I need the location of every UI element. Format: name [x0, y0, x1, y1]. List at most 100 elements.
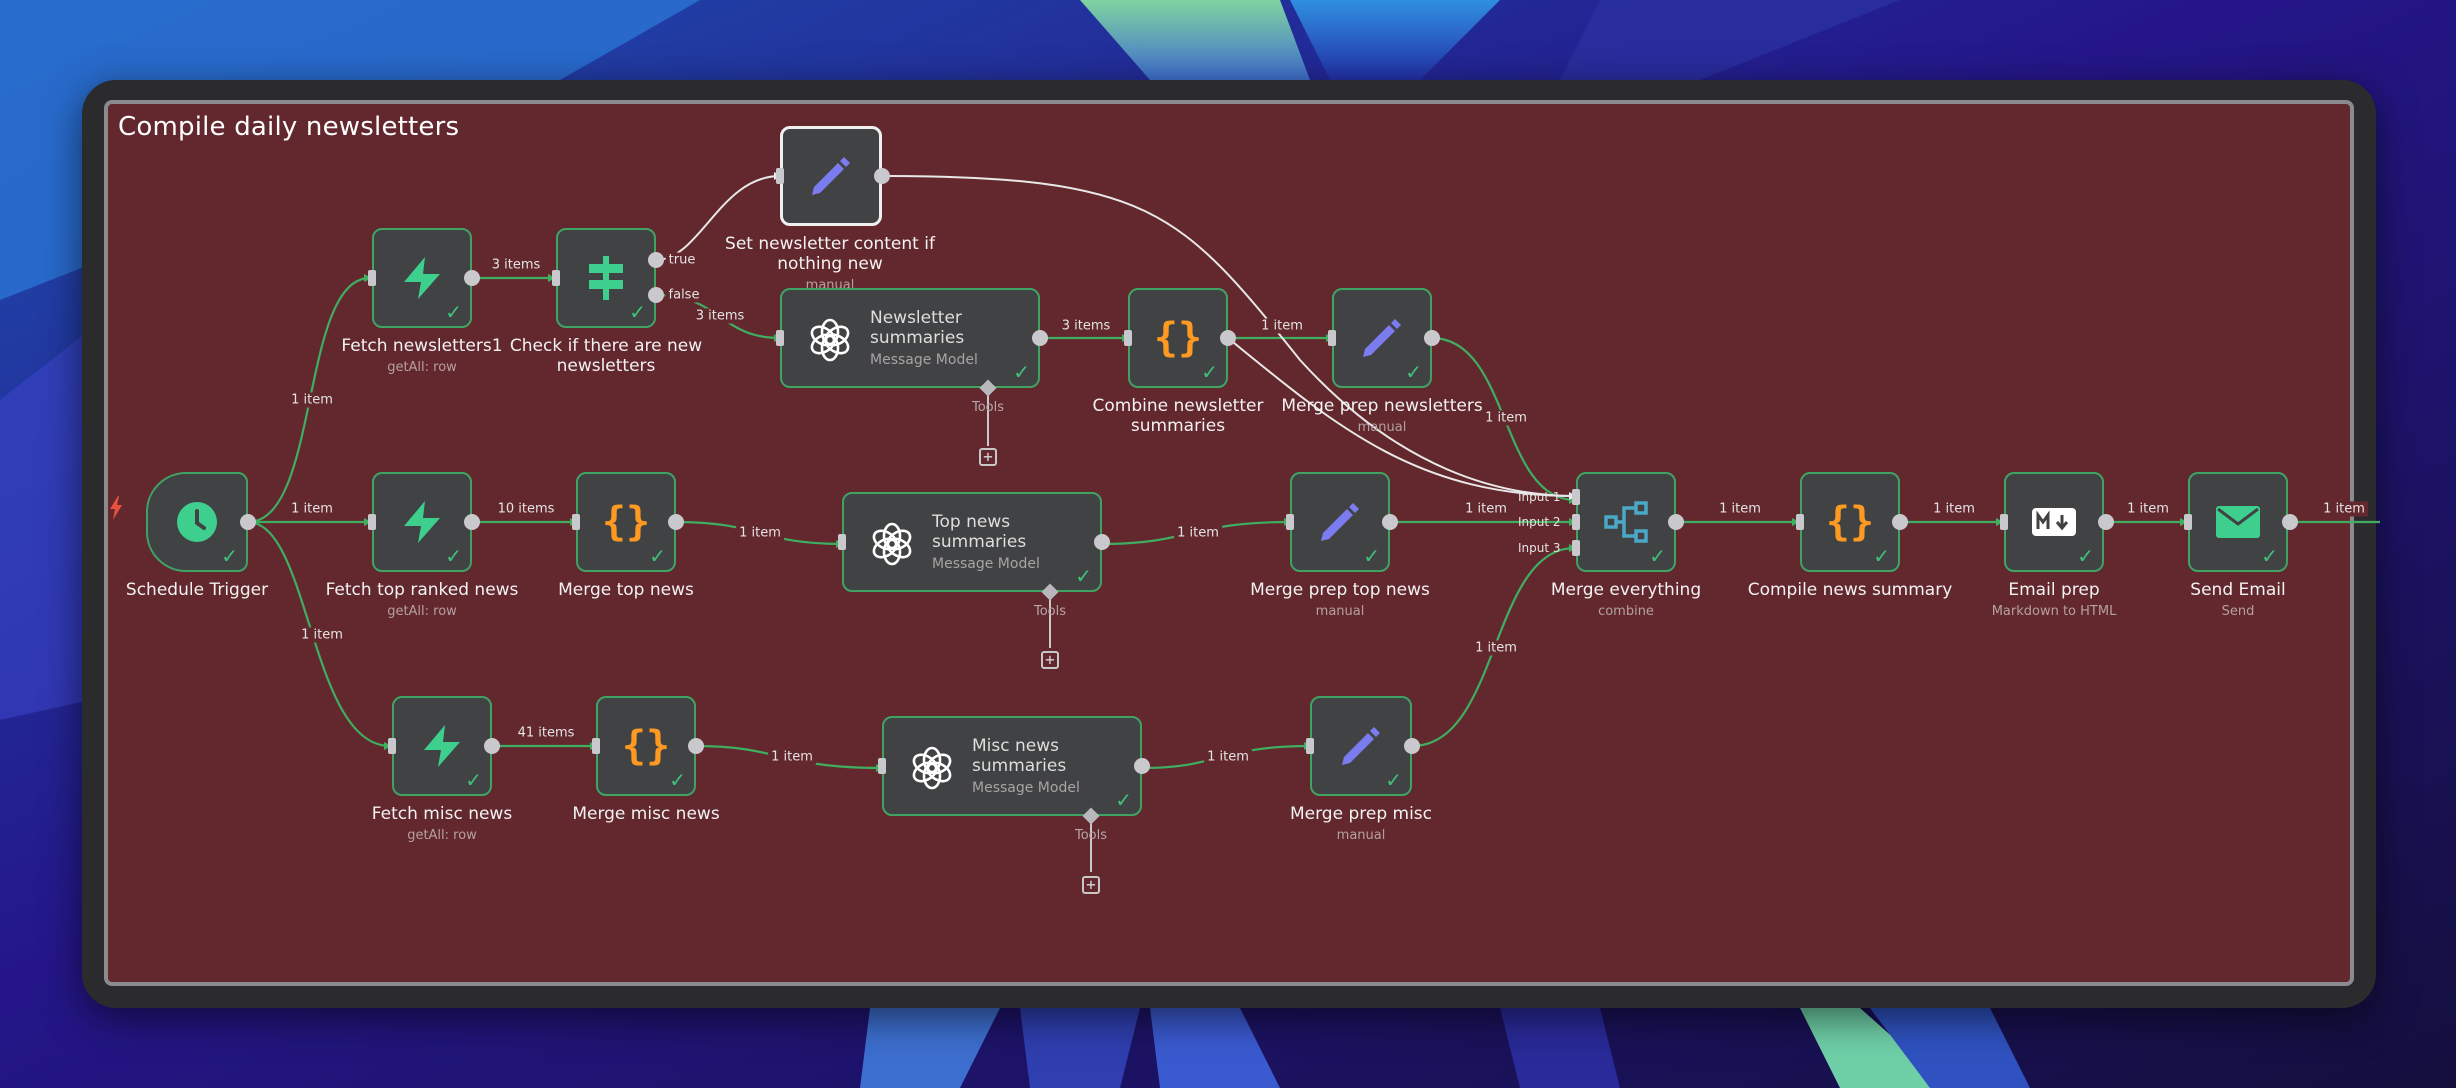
node-merge-prep-misc[interactable]: ✓ — [1310, 696, 1412, 796]
node-label: Send Email — [2190, 580, 2286, 600]
node-sublabel: manual — [1357, 420, 1407, 435]
node-merge-misc-news[interactable]: {} ✓ — [596, 696, 696, 796]
input-port[interactable] — [592, 738, 600, 754]
edge-item-count: 10 items — [494, 501, 558, 517]
node-merge-everything[interactable]: ✓ — [1576, 472, 1676, 572]
input-port[interactable] — [368, 514, 376, 530]
edge-item-count: 1 item — [1716, 501, 1764, 517]
output-port[interactable] — [668, 514, 684, 530]
input-port[interactable] — [1286, 514, 1294, 530]
node-set-newsletter-content[interactable] — [780, 126, 882, 226]
edge-item-count: 1 item — [1472, 640, 1520, 656]
input-port[interactable] — [388, 738, 396, 754]
node-label: Fetch newsletters1 — [341, 336, 503, 356]
node-label: Fetch top ranked news — [325, 580, 519, 600]
input-port[interactable] — [1796, 514, 1804, 530]
output-port[interactable] — [1220, 330, 1236, 346]
node-label: Merge prep misc — [1289, 804, 1433, 824]
node-sublabel: manual — [1336, 828, 1386, 843]
output-port[interactable] — [1382, 514, 1398, 530]
trigger-bolt-icon — [108, 496, 124, 520]
add-tool-button[interactable]: + — [1082, 876, 1100, 894]
add-tool-button[interactable]: + — [979, 448, 997, 466]
output-port[interactable] — [874, 168, 890, 184]
output-port[interactable] — [688, 738, 704, 754]
success-check-icon: ✓ — [221, 544, 238, 568]
node-label: Merge prep top news — [1250, 580, 1430, 600]
input-port[interactable] — [838, 534, 846, 550]
code-braces-icon: {} — [1825, 499, 1875, 545]
node-combine-newsletter-summaries[interactable]: {} ✓ — [1128, 288, 1228, 388]
output-port-false[interactable] — [648, 287, 664, 303]
supabase-bolt-icon — [422, 725, 462, 767]
node-fetch-newsletters[interactable]: ✓ — [372, 228, 472, 328]
node-sublabel: Message Model — [870, 352, 978, 368]
input-port[interactable] — [572, 514, 580, 530]
input-port[interactable] — [776, 330, 784, 346]
edge-item-count: 3 items — [1058, 318, 1114, 334]
input-port[interactable] — [1328, 330, 1336, 346]
node-merge-top-news[interactable]: {} ✓ — [576, 472, 676, 572]
openai-icon — [870, 522, 914, 566]
openai-icon — [910, 746, 954, 790]
node-schedule-trigger[interactable]: ✓ — [146, 472, 248, 572]
output-port[interactable] — [1094, 534, 1110, 550]
edge-item-count: 1 item — [288, 501, 336, 517]
edge-item-count: 1 item — [736, 525, 784, 541]
add-tool-button[interactable]: + — [1041, 651, 1059, 669]
node-check-if-new[interactable]: ✓ — [556, 228, 656, 328]
output-port[interactable] — [2282, 514, 2298, 530]
output-port[interactable] — [1134, 758, 1150, 774]
node-fetch-misc-news[interactable]: ✓ — [392, 696, 492, 796]
input-port[interactable] — [1306, 738, 1314, 754]
node-label: Compile news summary — [1747, 580, 1953, 600]
input-port[interactable] — [2184, 514, 2192, 530]
output-port[interactable] — [484, 738, 500, 754]
output-port[interactable] — [1424, 330, 1440, 346]
output-port[interactable] — [1668, 514, 1684, 530]
node-label: Schedule Trigger — [125, 580, 269, 600]
input-port[interactable] — [1124, 330, 1132, 346]
branch-label-true: true — [665, 252, 699, 268]
node-merge-prep-newsletters[interactable]: ✓ — [1332, 288, 1432, 388]
output-port[interactable] — [464, 270, 480, 286]
node-sublabel: getAll: row — [387, 360, 457, 375]
node-email-prep[interactable]: ✓ — [2004, 472, 2104, 572]
node-compile-news-summary[interactable]: {} ✓ — [1800, 472, 1900, 572]
node-merge-prep-top-news[interactable]: ✓ — [1290, 472, 1390, 572]
input-port[interactable] — [2000, 514, 2008, 530]
input-port-1[interactable] — [1572, 489, 1580, 505]
output-port[interactable] — [1032, 330, 1048, 346]
success-check-icon: ✓ — [649, 544, 666, 568]
node-sublabel: Markdown to HTML — [1991, 604, 2117, 619]
code-braces-icon: {} — [1153, 315, 1203, 361]
success-check-icon: ✓ — [1201, 360, 1218, 384]
edge-item-count: 1 item — [2320, 501, 2368, 517]
input-port-2[interactable] — [1572, 514, 1580, 530]
node-sublabel: Message Model — [932, 556, 1040, 572]
input-port[interactable] — [878, 758, 886, 774]
output-port[interactable] — [464, 514, 480, 530]
success-check-icon: ✓ — [1873, 544, 1890, 568]
output-port-true[interactable] — [648, 252, 664, 268]
input-port[interactable] — [368, 270, 376, 286]
output-port[interactable] — [1892, 514, 1908, 530]
code-braces-icon: {} — [621, 723, 671, 769]
input-port[interactable] — [552, 270, 560, 286]
supabase-bolt-icon — [402, 501, 442, 543]
output-port[interactable] — [1404, 738, 1420, 754]
output-port[interactable] — [240, 514, 256, 530]
clock-icon — [176, 501, 218, 543]
pencil-icon — [1361, 317, 1403, 359]
output-port[interactable] — [2098, 514, 2114, 530]
node-fetch-top-news[interactable]: ✓ — [372, 472, 472, 572]
input-port[interactable] — [776, 168, 784, 184]
input-port-3[interactable] — [1572, 540, 1580, 556]
node-send-email[interactable]: ✓ — [2188, 472, 2288, 572]
